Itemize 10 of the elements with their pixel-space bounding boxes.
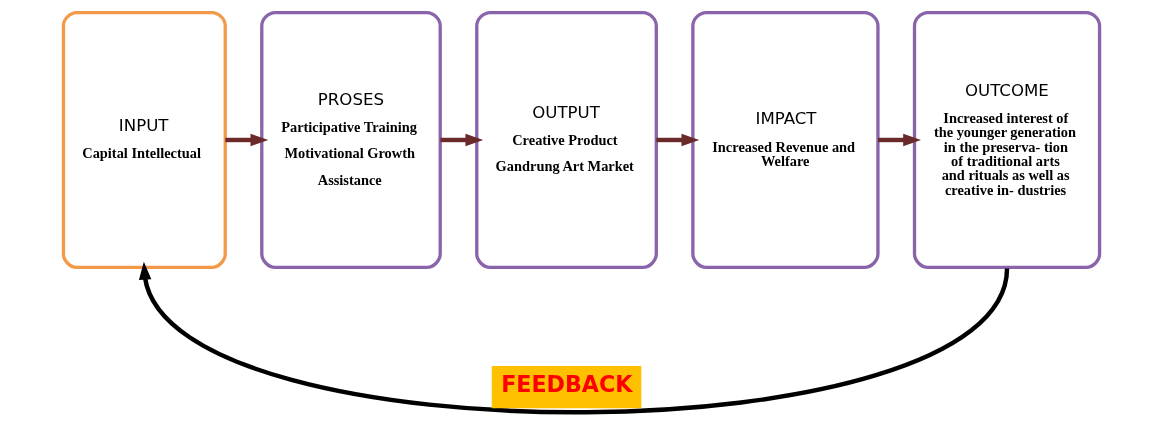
arrow bbox=[877, 133, 921, 147]
node-box: IMPACT Increased Revenue and Welfare bbox=[690, 10, 880, 270]
arrow bbox=[224, 133, 268, 147]
node-box: OUTCOME Increased interest of the younger generation in the preserva- tion of traditional arts and rituals as well as creative in- dustries bbox=[912, 10, 1101, 270]
arrow bbox=[439, 133, 483, 147]
node-box: PROSES Participative Training Motivational Growth Assistance bbox=[259, 10, 442, 270]
edge-label: FEEDBACK bbox=[500, 370, 632, 397]
node-box: INPUT Capital Intellectual bbox=[61, 10, 227, 270]
node-box: OUTPUT Creative Product Gandrung Art Market bbox=[474, 10, 658, 270]
arrow bbox=[655, 133, 699, 147]
